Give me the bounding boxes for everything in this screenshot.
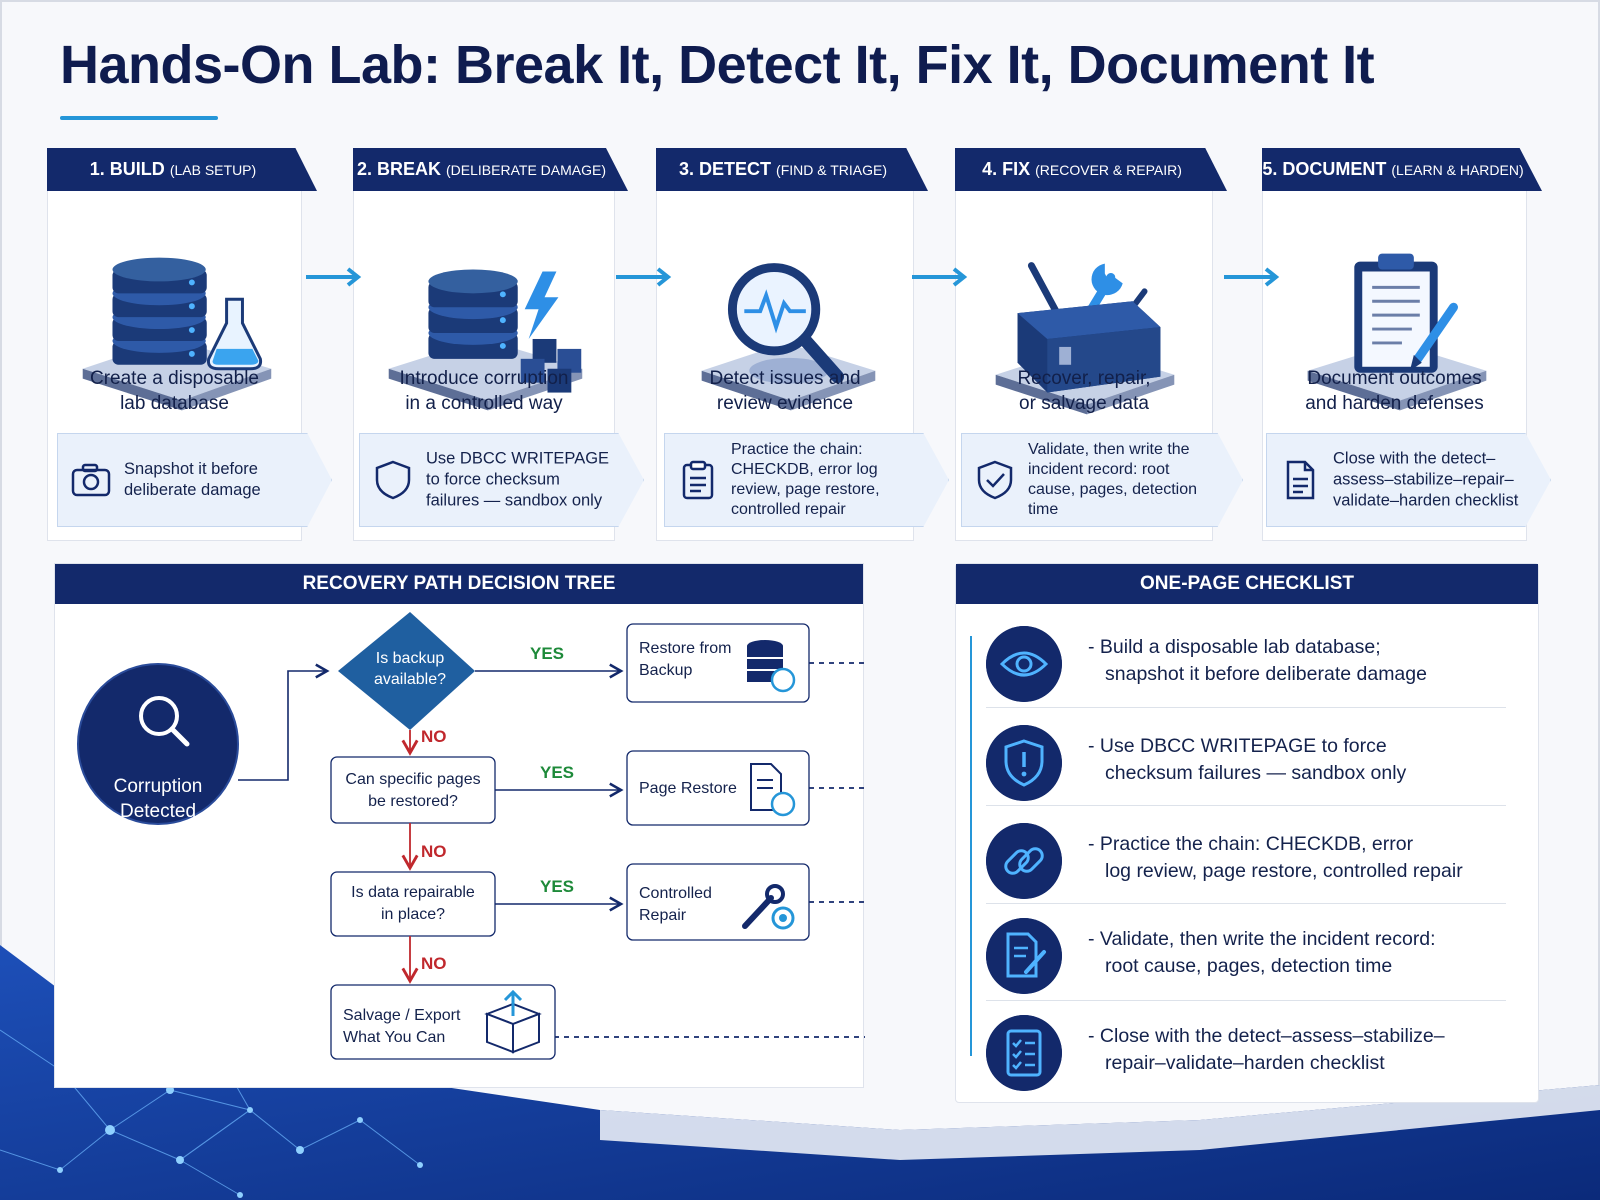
checklist-divider	[986, 707, 1506, 708]
decision-tree-connectors	[77, 612, 865, 1060]
yes-label: YES	[540, 763, 575, 782]
clipboard-icon	[682, 460, 714, 500]
stage-tip: Close with the detect–assess–stabilize–r…	[1266, 433, 1551, 527]
arrow-right-icon	[306, 267, 362, 287]
arrow-right-icon	[1224, 267, 1280, 287]
stage-tab: 5. DOCUMENT (LEARN & HARDEN)	[1262, 148, 1542, 191]
arrow-right-icon	[912, 267, 968, 287]
camera-icon	[71, 463, 111, 497]
checklist-text: - Close with the detect–assess–stabilize…	[1088, 1025, 1445, 1074]
database-restore-icon	[747, 640, 796, 693]
shield-check-icon	[977, 460, 1013, 500]
database-flask-icon	[82, 257, 272, 411]
shield-alert-icon	[986, 725, 1062, 801]
no-label: NO	[421, 727, 447, 746]
checklist-divider	[986, 1000, 1506, 1001]
box-upload-icon	[484, 989, 542, 1054]
checklist-panel: ONE-PAGE CHECKLIST - Build a disposable …	[955, 563, 1539, 1103]
checklist-heading: ONE-PAGE CHECKLIST	[956, 564, 1538, 604]
checklist-accent-bar	[970, 636, 972, 1056]
yes-label: YES	[540, 877, 575, 896]
checklist-item: - Build a disposable lab database;snapsh…	[986, 614, 1506, 708]
wrench-gear-icon	[742, 884, 795, 930]
shield-icon	[375, 460, 411, 500]
yes-label: YES	[530, 644, 565, 663]
outcome-page-restore-label: Page Restore	[639, 780, 737, 797]
stage-tab: 2. BREAK (DELIBERATE DAMAGE)	[353, 148, 628, 191]
tip-text: Close with the detect–assess–stabilize–r…	[1333, 449, 1519, 510]
checklist-item: - Validate, then write the incident reco…	[986, 906, 1506, 1000]
no-label: NO	[421, 954, 447, 973]
stage-tab: 1. BUILD (LAB SETUP)	[47, 148, 317, 191]
database-lightning-icon	[388, 269, 583, 411]
stage-tab: 4. FIX (RECOVER & REPAIR)	[955, 148, 1227, 191]
checklist-icon	[986, 1015, 1062, 1091]
document-pen-icon	[986, 918, 1062, 994]
checklist-divider	[986, 805, 1506, 806]
checklist-divider	[986, 903, 1506, 904]
stage-tab: 3. DETECT (FIND & TRIAGE)	[656, 148, 928, 191]
checklist-item: - Close with the detect–assess–stabilize…	[986, 1003, 1506, 1097]
arrow-right-icon	[616, 267, 672, 287]
eye-icon	[986, 626, 1062, 702]
no-label: NO	[421, 842, 447, 861]
decision-diamond	[338, 612, 475, 730]
title-underline	[60, 116, 218, 120]
decision-tree-heading: RECOVERY PATH DECISION TREE	[55, 564, 863, 604]
decision-tree-panel: RECOVERY PATH DECISION TREE	[54, 563, 865, 1088]
start-node	[78, 664, 238, 824]
checklist-text: - Build a disposable lab database;snapsh…	[1088, 636, 1427, 685]
chain-link-icon	[986, 823, 1062, 899]
stage-description: Recover, repair,or salvage data	[1017, 368, 1151, 414]
toolbox-icon	[995, 262, 1175, 415]
checklist-text: - Validate, then write the incident reco…	[1088, 928, 1436, 977]
page-restore-icon	[750, 763, 796, 817]
document-icon	[1286, 460, 1315, 500]
magnifier-pulse-icon	[701, 263, 876, 411]
page-title: Hands-On Lab: Break It, Detect It, Fix I…	[60, 35, 1375, 95]
clipboard-pen-icon	[1307, 253, 1487, 411]
